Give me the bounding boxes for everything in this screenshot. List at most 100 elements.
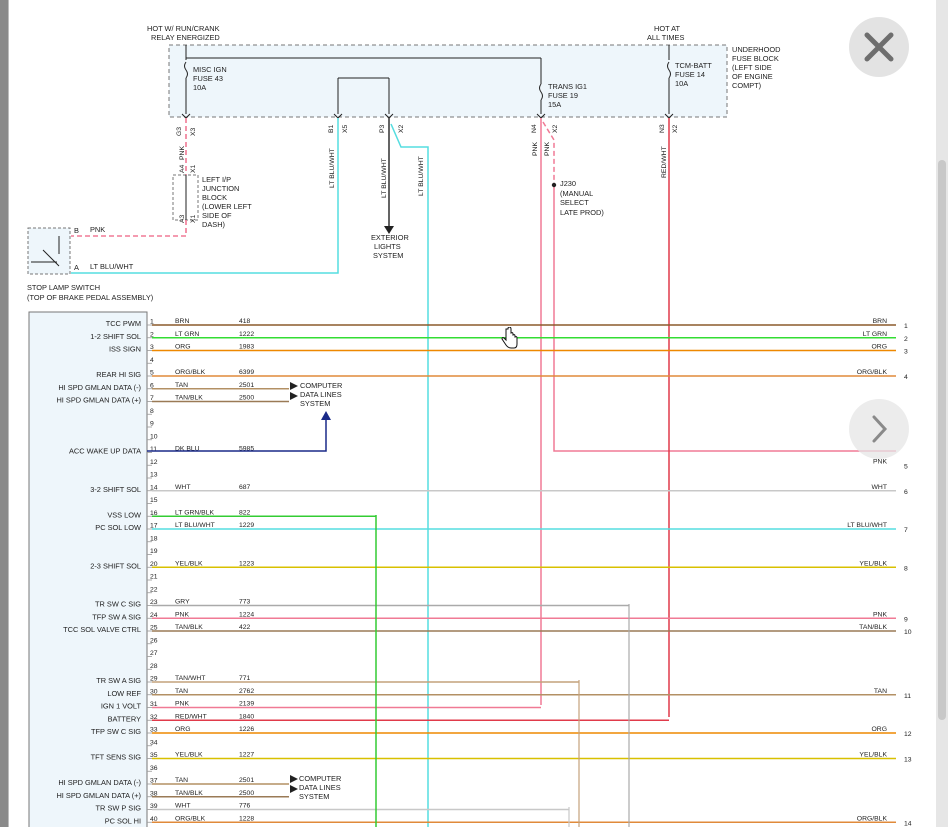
tcm-row-37-pin: 37: [150, 778, 158, 785]
tcm-row-1-label: TCC PWM: [106, 319, 141, 328]
wiring-diagram-page: HOT W/ RUN/CRANK RELAY ENERGIZED HOT AT …: [8, 0, 937, 827]
tcm-row-10-pin: 10: [150, 433, 158, 440]
underhood-label-4: OF ENGINE: [732, 72, 773, 81]
data-line-arrow-4: [290, 785, 298, 793]
tcm-row-3-label: ISS SIGN: [109, 345, 141, 354]
tcm-row-6-color: TAN: [175, 382, 188, 389]
hot-run-crank-label-1: HOT W/ RUN/CRANK: [147, 24, 220, 33]
stop-lamp-pin-a: A: [74, 263, 79, 272]
scrollbar-thumb[interactable]: [938, 160, 946, 720]
tcm-row-24-right-label: PNK: [873, 611, 887, 618]
tcm-row-22-pin: 22: [150, 586, 158, 593]
tcm-row-17-label: PC SOL LOW: [95, 523, 141, 532]
junction-label-3: BLOCK: [202, 193, 227, 202]
tcm-row-33-label: TFP SW C SIG: [91, 727, 141, 736]
tcm-row-35-right-label: YEL/BLK: [859, 752, 887, 759]
stop-lamp-switch: [27, 227, 71, 275]
tcm-row-38-color: TAN/BLK: [175, 790, 203, 797]
tcm-row-9-pin: 9: [150, 421, 154, 428]
wire-p3-branch-label: LT BLU/WHT: [418, 156, 425, 196]
tcm-row-36-pin: 36: [150, 765, 158, 772]
tcm-row-25-color: TAN/BLK: [175, 624, 203, 631]
chevron-right-icon: [872, 415, 888, 443]
junction-label-1: LEFT I/P: [202, 175, 231, 184]
tcm-row-27-pin: 27: [150, 650, 158, 657]
tcm-row-7-circuit: 2500: [239, 395, 254, 402]
tcm-row-35-circuit: 1227: [239, 752, 254, 759]
hot-at-all-times-label-1: HOT AT: [654, 24, 680, 33]
fuse-trans-ig1-label-3: 15A: [548, 100, 561, 109]
tcm-row-25-right-num: 10: [904, 629, 912, 636]
tcm-row-1-color: BRN: [175, 318, 189, 325]
tcm-row-24-right-num: 9: [904, 616, 908, 623]
tcm-row-20-color: YEL/BLK: [175, 560, 203, 567]
tcm-row-39-pin: 39: [150, 803, 158, 810]
wire-p3-to-pc-sol: [390, 123, 429, 827]
junction-a3-label: A3: [179, 214, 186, 223]
tcm-row-6-label: HI SPD GMLAN DATA (-): [58, 383, 141, 392]
tcm-row-14-color: WHT: [175, 484, 190, 491]
next-button[interactable]: [849, 399, 909, 459]
tcm-row-5-right-label: ORG/BLK: [857, 369, 888, 376]
tcm-row-30-right-label: TAN: [874, 688, 887, 695]
tcm-row-33-right-num: 12: [904, 731, 912, 738]
connector-n4-x: X2: [552, 124, 559, 133]
tcm-row-1-pin: 1: [150, 319, 154, 326]
close-button[interactable]: [849, 17, 909, 77]
junction-a4-x: X1: [190, 164, 197, 173]
tcm-row-3-circuit: 1983: [239, 344, 254, 351]
wire-n4-j230-dashed: [542, 121, 555, 185]
computer-data-lines-label-4: COMPUTER: [299, 774, 341, 783]
underhood-fuse-block: [168, 44, 728, 118]
tcm-row-2-pin: 2: [150, 331, 154, 338]
tcm-row-33-circuit: 1226: [239, 726, 254, 733]
tcm-row-5-circuit: 6399: [239, 369, 254, 376]
tcm-row-30-circuit: 2762: [239, 688, 254, 695]
wire-acc-wake-up: [147, 418, 327, 452]
tcm-row-34-pin: 34: [150, 739, 158, 746]
j230-label-3: SELECT: [560, 198, 589, 207]
wire-g3-pnk-label: PNK: [179, 146, 186, 160]
tcm-row-2-circuit: 1222: [239, 331, 254, 338]
stop-lamp-label-1: STOP LAMP SWITCH: [27, 283, 100, 292]
tcm-row-5-right-num: 4: [904, 374, 908, 381]
tcm-row-4-pin: 4: [150, 357, 154, 364]
underhood-label-1: UNDERHOOD: [732, 45, 780, 54]
tcm-row-28-pin: 28: [150, 663, 158, 670]
tcm-row-23-pin: 23: [150, 599, 158, 606]
wire-n4-label-2: PNK: [544, 142, 551, 156]
computer-data-lines-label-2: DATA LINES: [300, 390, 342, 399]
tcm-row-20-label: 2-3 SHIFT SOL: [90, 561, 141, 570]
tcm-row-23-color: GRY: [175, 599, 190, 606]
stop-lamp-pin-b: B: [74, 226, 79, 235]
tcm-row-5-color: ORG/BLK: [175, 369, 206, 376]
tcm-row-20-pin: 20: [150, 561, 158, 568]
tcm-row-31-circuit: 2139: [239, 701, 254, 708]
tcm-row-14-right-num: 6: [904, 489, 908, 496]
tcm-row-35-pin: 35: [150, 752, 158, 759]
tcm-row-37-circuit: 2501: [239, 777, 254, 784]
tcm-row-32-label: BATTERY: [108, 714, 141, 723]
junction-label-2: JUNCTION: [202, 184, 239, 193]
tcm-row-40-right-num: 14: [904, 820, 912, 827]
tcm-row-3-right-label: ORG: [872, 344, 887, 351]
connector-g3-label: G3: [176, 127, 183, 136]
j230-label-1: J230: [560, 179, 576, 188]
hot-at-all-times-label-2: ALL TIMES: [647, 33, 684, 42]
wire-p3-label: LT BLU/WHT: [381, 158, 388, 198]
tcm-row-33-color: ORG: [175, 726, 190, 733]
connector-n3-label: N3: [659, 124, 666, 133]
connector-n4-label: N4: [531, 124, 538, 133]
tcm-row-2-right-label: LT GRN: [863, 331, 887, 338]
tcm-row-17-pin: 17: [150, 523, 158, 530]
underhood-label-5: COMPT): [732, 81, 761, 90]
data-line-arrow-3: [290, 775, 298, 783]
computer-data-lines-label-3: SYSTEM: [300, 399, 330, 408]
data-line-arrow-1: [290, 382, 298, 390]
wire-b1-label: LT BLU/WHT: [329, 148, 336, 188]
tcm-row-24-pin: 24: [150, 612, 158, 619]
junction-a3-x: X1: [190, 214, 197, 223]
tcm-row-1-right-num: 1: [904, 323, 908, 330]
